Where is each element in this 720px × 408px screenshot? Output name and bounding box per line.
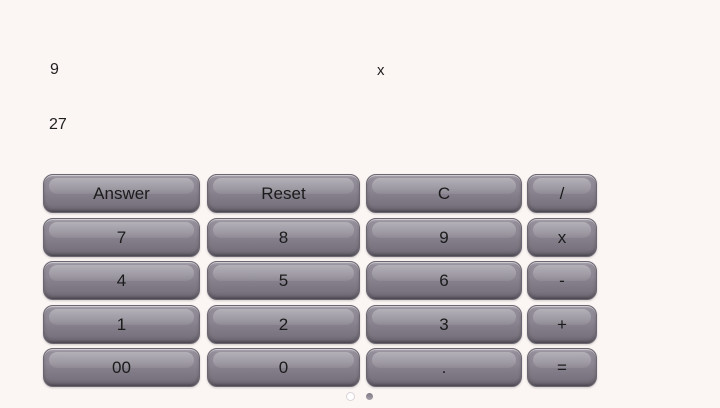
digit-8-button-label: 8 xyxy=(278,228,289,247)
subtract-button[interactable]: - xyxy=(527,261,597,300)
digit-1-button-label: 1 xyxy=(116,315,127,334)
double-zero-button-label: 00 xyxy=(112,358,131,377)
multiply-button[interactable]: x xyxy=(527,218,597,257)
digit-4-button-label: 4 xyxy=(116,271,127,290)
page-indicator-dot-filled[interactable] xyxy=(366,393,373,400)
clear-button-label: C xyxy=(437,184,451,203)
display-operator: x xyxy=(377,62,385,79)
digit-9-button-label: 9 xyxy=(439,228,449,247)
reset-button-label: Reset xyxy=(261,184,306,203)
equals-button[interactable]: = xyxy=(527,348,597,387)
subtract-button-label: - xyxy=(559,271,565,290)
equals-button-label: = xyxy=(557,358,567,377)
digit-4-button[interactable]: 4 xyxy=(43,261,200,300)
divide-button-label: / xyxy=(559,184,565,203)
add-button[interactable]: + xyxy=(527,305,597,344)
reset-button[interactable]: Reset xyxy=(207,174,360,213)
decimal-button[interactable]: . xyxy=(366,348,522,387)
page-indicator-dot-empty[interactable] xyxy=(346,392,355,401)
digit-2-button-label: 2 xyxy=(278,315,289,334)
digit-1-button[interactable]: 1 xyxy=(43,305,200,344)
digit-3-button-label: 3 xyxy=(439,315,449,334)
answer-button-label: Answer xyxy=(93,184,150,203)
double-zero-button[interactable]: 00 xyxy=(43,348,200,387)
answer-button[interactable]: Answer xyxy=(43,174,200,213)
digit-3-button[interactable]: 3 xyxy=(366,305,522,344)
digit-0-button[interactable]: 0 xyxy=(207,348,360,387)
digit-2-button[interactable]: 2 xyxy=(207,305,360,344)
digit-0-button-label: 0 xyxy=(278,358,289,377)
multiply-button-label: x xyxy=(557,228,567,247)
digit-6-button-label: 6 xyxy=(439,271,449,290)
digit-5-button-label: 5 xyxy=(278,271,289,290)
digit-5-button[interactable]: 5 xyxy=(207,261,360,300)
clear-button[interactable]: C xyxy=(366,174,522,213)
digit-9-button[interactable]: 9 xyxy=(366,218,522,257)
add-button-label: + xyxy=(557,315,567,334)
digit-6-button[interactable]: 6 xyxy=(366,261,522,300)
decimal-button-label: . xyxy=(441,358,447,377)
digit-8-button[interactable]: 8 xyxy=(207,218,360,257)
display-operand-1: 9 xyxy=(50,61,59,78)
display-result: 27 xyxy=(49,116,67,133)
divide-button[interactable]: / xyxy=(527,174,597,213)
digit-7-button[interactable]: 7 xyxy=(43,218,200,257)
digit-7-button-label: 7 xyxy=(116,228,127,247)
